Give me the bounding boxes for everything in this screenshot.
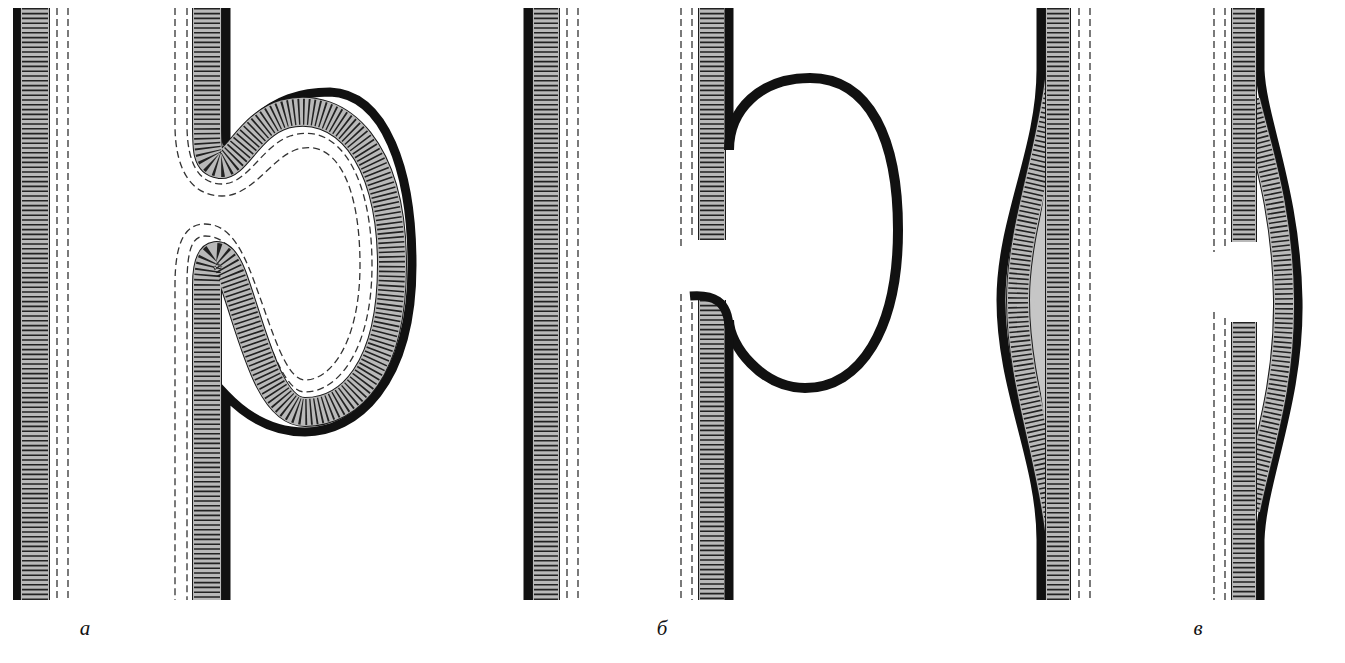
mucosa-band — [1231, 8, 1257, 242]
submucosa-line — [1213, 312, 1214, 600]
mucosa-hatch — [1233, 322, 1255, 600]
mucosa-band — [532, 8, 560, 600]
submucosa-line — [1224, 8, 1225, 246]
mucosa-band — [699, 300, 725, 600]
mucosa-band — [1045, 8, 1071, 600]
mucosa-band — [207, 8, 392, 600]
panel-letter: б — [657, 618, 668, 639]
submucosa-line — [680, 8, 681, 248]
mucosa-band — [1232, 8, 1256, 242]
diverticulum-outline — [729, 78, 898, 388]
submucosa-line — [691, 302, 692, 600]
mucosa-hatch — [700, 8, 724, 240]
mucosa-hatch — [1047, 8, 1069, 600]
mucosa-band — [698, 8, 726, 240]
submucosa-line — [680, 294, 681, 600]
panel-letter: а — [80, 618, 91, 639]
panel-a-walls — [17, 8, 412, 600]
serosa-line — [690, 296, 729, 600]
mucosa-hatch — [700, 300, 724, 600]
submucosa-line — [1213, 8, 1214, 252]
serosa-line — [13, 8, 21, 600]
mucosa-band — [1231, 322, 1257, 600]
mucosa-band — [21, 8, 49, 600]
mucosa-band — [699, 8, 725, 240]
panel-b-walls — [528, 8, 898, 600]
submucosa-line — [1224, 318, 1225, 600]
mucosa-band — [1232, 322, 1256, 600]
mucosa-band — [533, 8, 559, 600]
submucosa-line — [1089, 8, 1090, 600]
submucosa-line — [566, 8, 567, 600]
panel-v-walls — [1001, 8, 1298, 600]
panel-letter: в — [1193, 618, 1202, 639]
submucosa-line — [56, 8, 57, 600]
mucosa-band — [20, 8, 50, 600]
mucosa-hatch — [1233, 8, 1255, 242]
mucosa-hatch — [22, 8, 48, 600]
submucosa-line — [577, 8, 578, 600]
mucosa-hatch — [207, 8, 392, 600]
mucosa-band — [698, 300, 726, 600]
submucosa-line — [691, 8, 692, 238]
mucosa-band — [1046, 8, 1070, 600]
submucosa-line — [1078, 8, 1079, 600]
submucosa-line — [67, 8, 68, 600]
mucosa-hatch — [534, 8, 558, 600]
mucosa-band — [207, 8, 392, 600]
serosa-line — [524, 8, 533, 600]
